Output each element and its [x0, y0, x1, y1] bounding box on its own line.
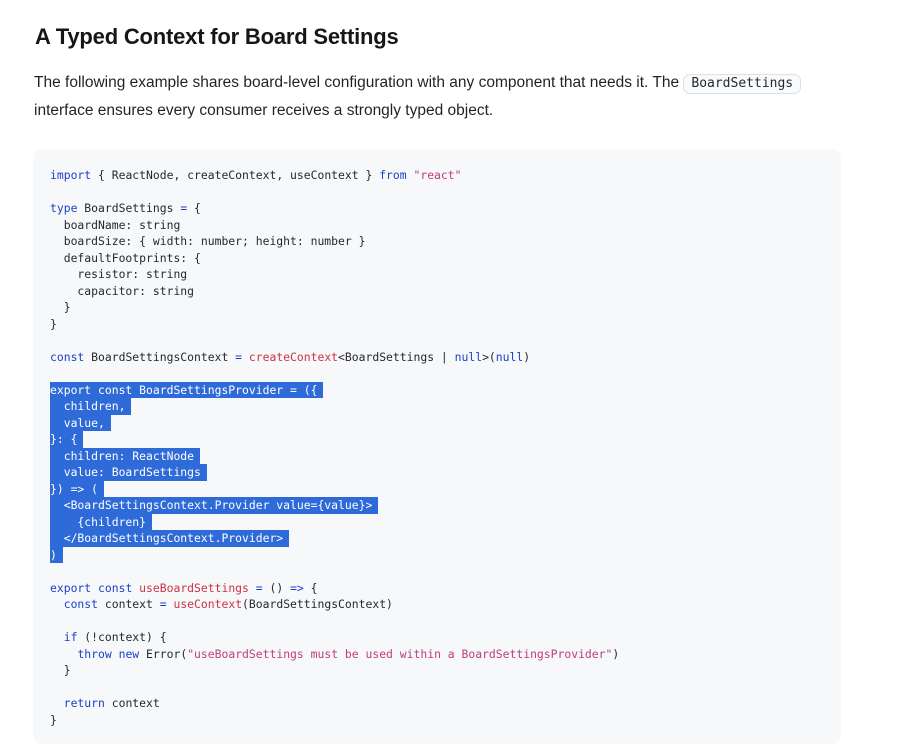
code-line: boardSize: { width: number; height: numb…: [50, 234, 366, 248]
intro-paragraph: The following example shares board-level…: [34, 69, 884, 124]
code-line: [50, 613, 825, 630]
code-line: export const BoardSettingsProvider = ({: [50, 381, 825, 398]
code-line: }) => (: [50, 480, 825, 497]
code-line: throw new Error("useBoardSettings must b…: [77, 646, 620, 661]
code-block[interactable]: import { ReactNode, createContext, useCo…: [33, 149, 841, 744]
code-line: import { ReactNode, createContext, useCo…: [50, 168, 462, 182]
code-line: if (!context) {: [63, 630, 167, 644]
code-line: const context = useContext(BoardSettings…: [63, 597, 393, 611]
selected-code-text: value,: [50, 414, 111, 431]
code-line: capacitor: string: [50, 283, 195, 298]
code-line: ): [50, 546, 825, 563]
code-line: {children}: [50, 513, 825, 530]
selected-code-text: children: ReactNode: [50, 447, 201, 464]
code-line: }: {: [50, 431, 825, 448]
code-line: children,: [50, 398, 825, 415]
code-line: type BoardSettings = {: [50, 201, 201, 215]
code-line: }: [50, 316, 57, 331]
selected-code-text: export const BoardSettingsProvider = ({: [50, 381, 324, 398]
selected-code-text: children,: [50, 398, 132, 415]
code-line: [50, 332, 825, 349]
selected-code-text: {children}: [50, 513, 153, 530]
code-line: children: ReactNode: [50, 447, 825, 464]
code-line: <BoardSettingsContext.Provider value={va…: [50, 497, 825, 514]
selected-code-text: <BoardSettingsContext.Provider value={va…: [50, 497, 379, 514]
code-line: }: [50, 712, 57, 727]
code-content: import { ReactNode, createContext, useCo…: [50, 167, 825, 728]
code-line: [50, 365, 825, 382]
code-line: value,: [50, 414, 825, 431]
code-line: export const useBoardSettings = () => {: [50, 580, 318, 595]
code-line: [50, 679, 825, 696]
code-line: const BoardSettingsContext = createConte…: [50, 349, 531, 364]
code-line: [50, 184, 825, 201]
code-line: value: BoardSettings: [50, 464, 825, 481]
selected-code-text: ): [50, 546, 63, 563]
code-line: defaultFootprints: {: [50, 250, 201, 265]
selected-code-text: </BoardSettingsContext.Provider>: [50, 530, 290, 547]
code-line: [50, 563, 825, 580]
code-line: }: [50, 300, 71, 314]
code-line: return context: [63, 696, 160, 710]
code-line: </BoardSettingsContext.Provider>: [50, 530, 825, 547]
code-line: boardName: string: [50, 217, 181, 232]
code-line: resistor: string: [50, 267, 188, 281]
intro-text-after: interface ensures every consumer receive…: [34, 102, 494, 119]
selected-code-text: }) => (: [50, 480, 105, 497]
selected-code-text: value: BoardSettings: [50, 464, 207, 481]
code-line: }: [50, 663, 71, 677]
inline-code-chip: BoardSettings: [683, 74, 802, 94]
intro-text-before: The following example shares board-level…: [34, 74, 684, 91]
page-title: A Typed Context for Board Settings: [35, 24, 399, 49]
selected-code-text: }: {: [50, 431, 84, 448]
